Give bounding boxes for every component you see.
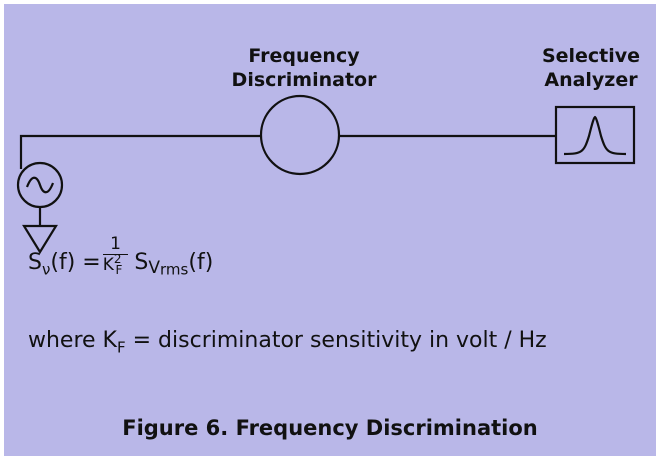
analyzer-label: Selective Analyzer bbox=[526, 44, 656, 92]
discriminator-label: Frequency Discriminator bbox=[219, 44, 389, 92]
formula-lhs-symbol: S bbox=[28, 250, 42, 275]
where-subscript: F bbox=[117, 338, 126, 357]
where-rest: = discriminator sensitivity in volt / Hz bbox=[125, 328, 547, 353]
formula-rhs-subscript: rms bbox=[160, 260, 189, 279]
formula-rhs-symbol: S bbox=[134, 250, 149, 275]
formula-lhs-subscript: ν bbox=[41, 260, 51, 279]
fraction-denominator: K2F bbox=[102, 252, 129, 277]
denominator-exponent: 2 bbox=[113, 252, 122, 266]
where-prefix: where K bbox=[28, 328, 117, 353]
discriminator-circle-icon bbox=[259, 94, 341, 176]
diagram-panel: Frequency Discriminator Selective Analyz… bbox=[4, 4, 656, 456]
signal-source-icon bbox=[16, 161, 64, 209]
analyzer-label-line1: Selective bbox=[541, 45, 641, 67]
formula-lhs-arg: (f) = bbox=[50, 250, 101, 275]
figure-caption: Figure 6. Frequency Discrimination bbox=[122, 416, 538, 440]
denominator-subscript: F bbox=[115, 263, 123, 277]
ground-icon bbox=[22, 207, 58, 255]
fraction-numerator: 1 bbox=[102, 234, 129, 255]
filter-response-icon bbox=[554, 105, 636, 165]
signal-wire bbox=[19, 134, 261, 169]
formula-rhs-voltage: V bbox=[148, 258, 161, 278]
analyzer-label-line2: Analyzer bbox=[544, 69, 638, 91]
circuit-diagram bbox=[16, 94, 636, 255]
discriminator-label-line2: Discriminator bbox=[231, 69, 377, 91]
formula-rhs-arg: (f) bbox=[188, 250, 214, 275]
sensitivity-definition: where KF = discriminator sensitivity in … bbox=[28, 326, 547, 362]
discriminator-label-line1: Frequency bbox=[248, 45, 360, 67]
denominator-symbol: K bbox=[102, 255, 114, 275]
